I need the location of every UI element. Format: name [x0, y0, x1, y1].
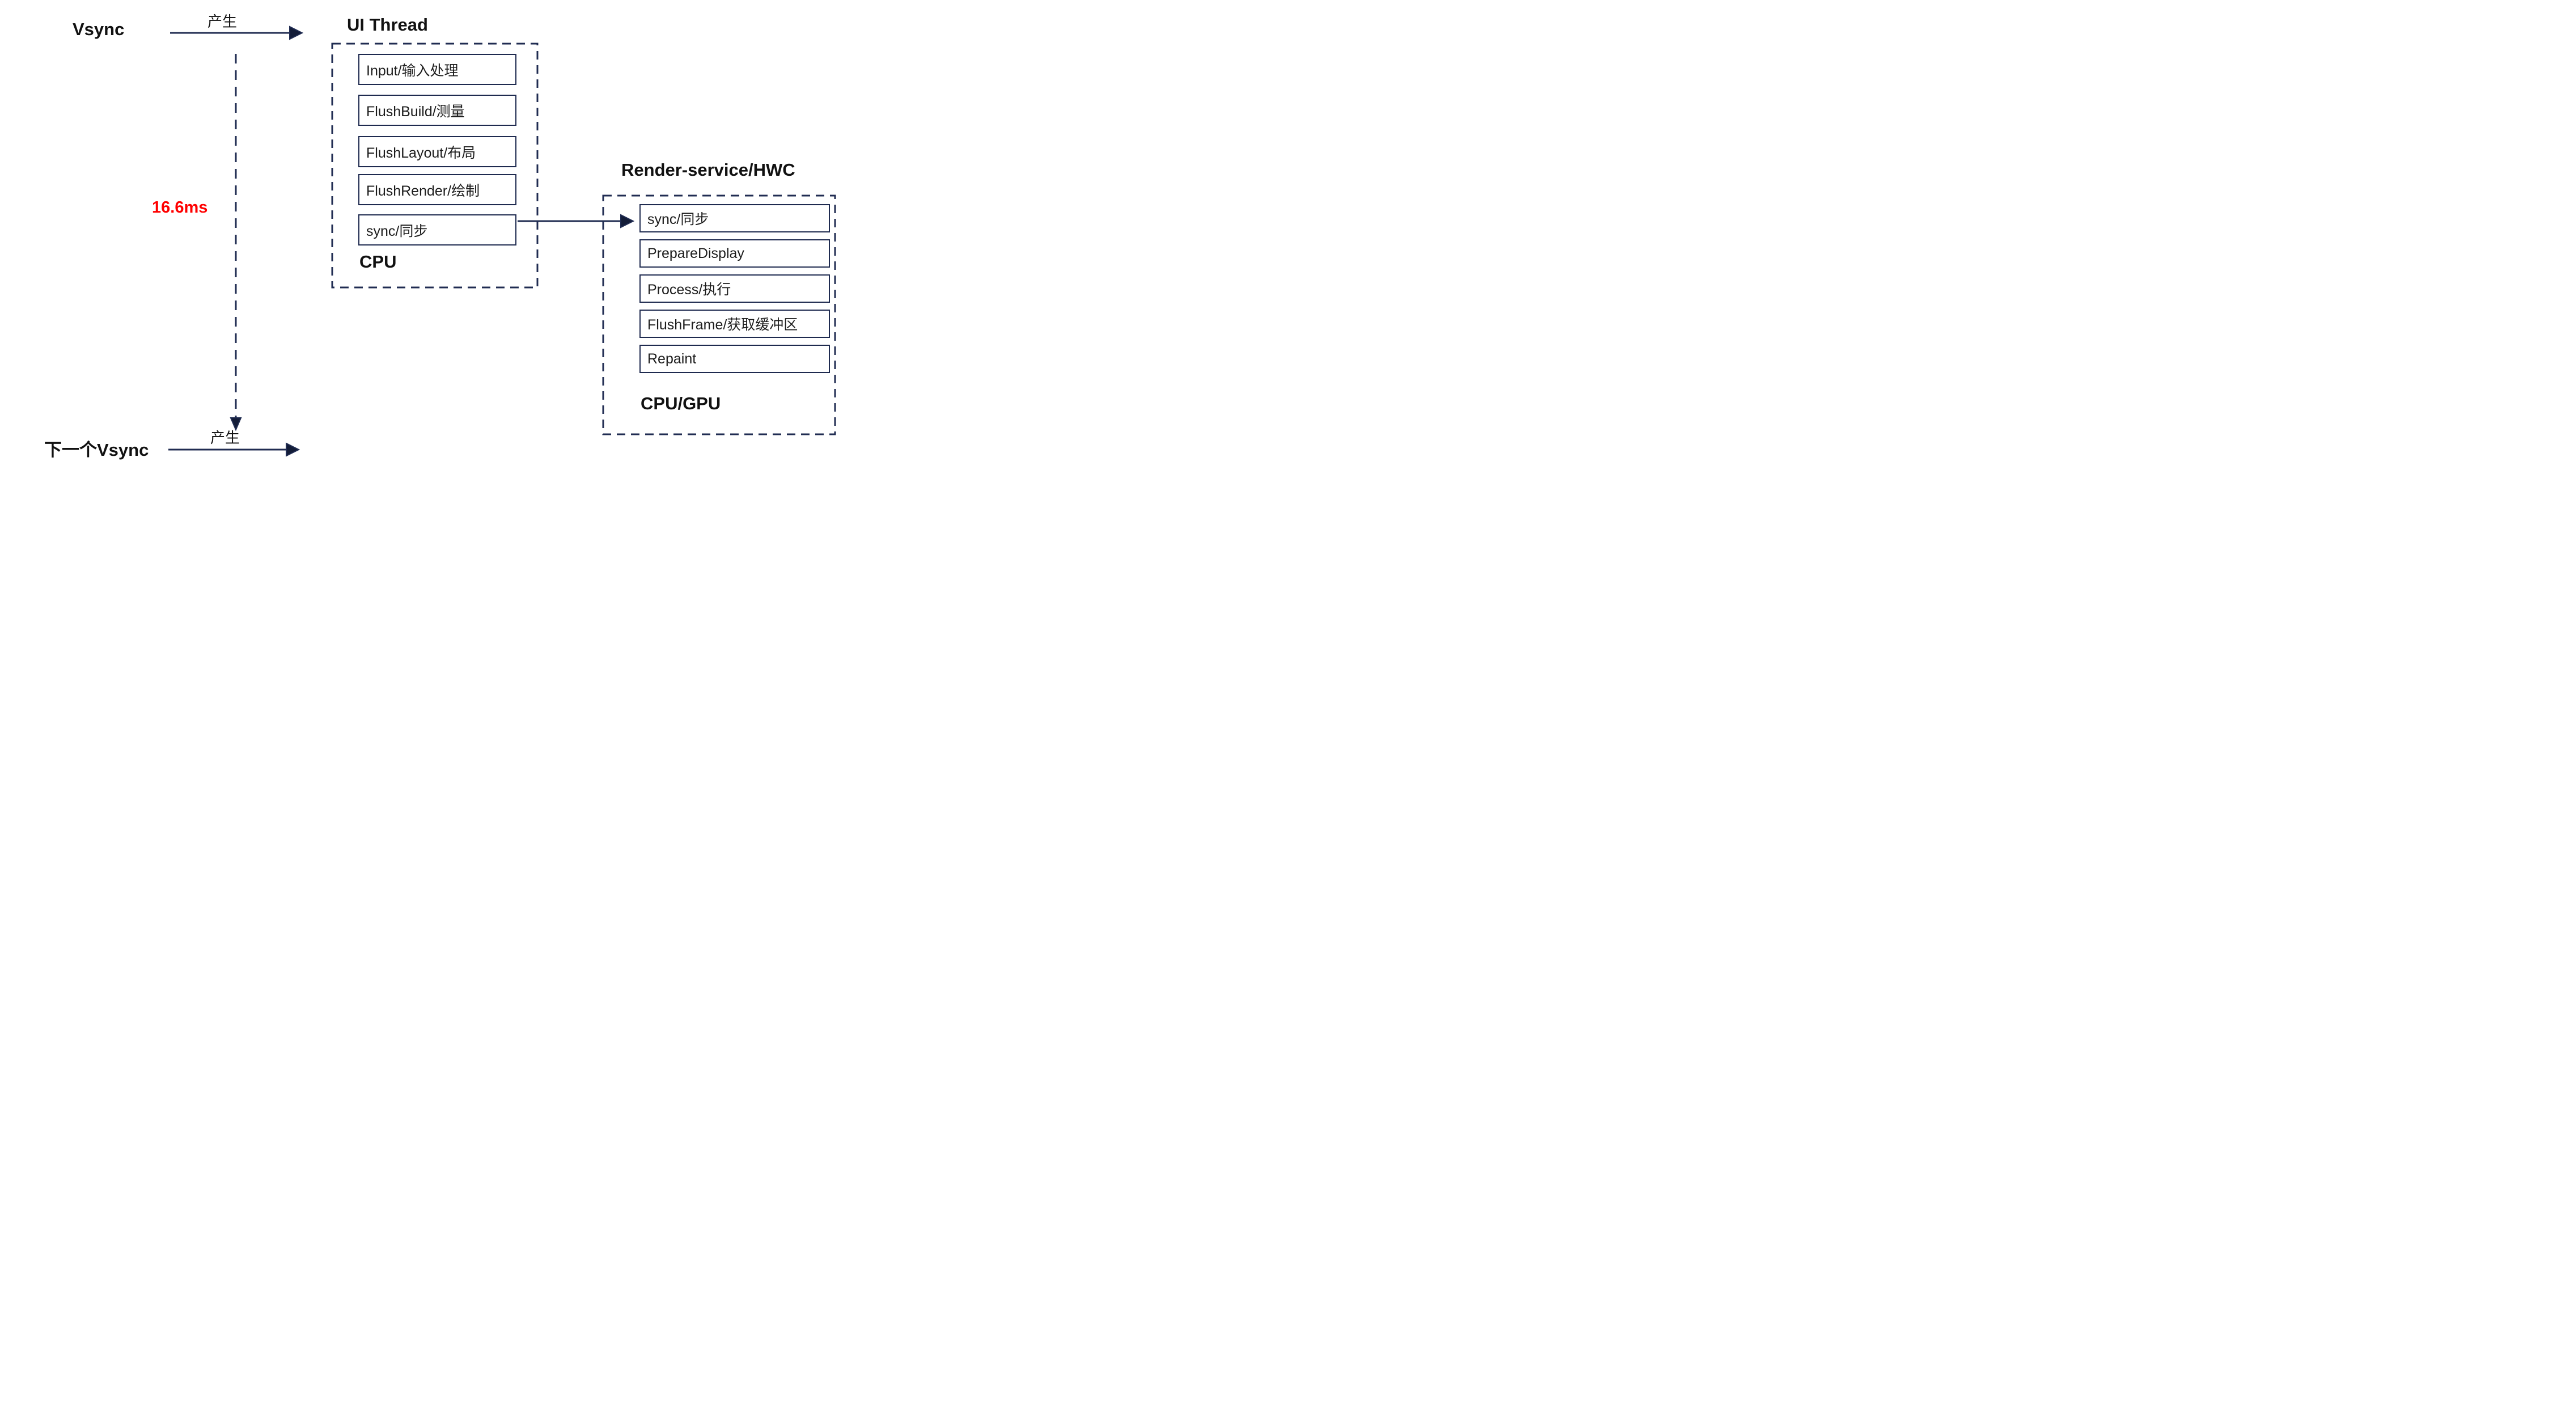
next-vsync-arrowhead-icon	[286, 442, 300, 457]
ui-thread-title: UI Thread	[347, 15, 428, 35]
vsync-label: Vsync	[73, 19, 125, 39]
interval-label: 16.6ms	[152, 198, 208, 217]
produce-label-bottom: 产生	[210, 429, 240, 446]
rs-step-sync: sync/同步	[639, 204, 830, 232]
produce-label-top: 产生	[207, 13, 237, 30]
render-service-footer: CPU/GPU	[641, 393, 721, 413]
vsync-pipeline-diagram: Vsync 产生 16.6ms 下一个Vsync 产生 UI Thread In…	[0, 0, 858, 471]
ui-thread-footer: CPU	[359, 252, 397, 272]
rs-step-flushframe: FlushFrame/获取缓冲区	[639, 310, 830, 338]
ui-step-flushrender: FlushRender/绘制	[358, 174, 516, 205]
vsync-arrowhead-icon	[289, 26, 304, 40]
ui-step-input: Input/输入处理	[358, 54, 516, 85]
sync-connector-arrowhead-icon	[620, 214, 635, 228]
rs-step-process: Process/执行	[639, 274, 830, 303]
render-service-title: Render-service/HWC	[621, 160, 795, 180]
next-vsync-label: 下一个Vsync	[44, 440, 149, 460]
ui-step-sync: sync/同步	[358, 214, 516, 245]
rs-step-repaint: Repaint	[639, 345, 830, 373]
ui-step-flushbuild: FlushBuild/测量	[358, 95, 516, 126]
rs-step-preparedisplay: PrepareDisplay	[639, 239, 830, 268]
ui-step-flushlayout: FlushLayout/布局	[358, 136, 516, 167]
